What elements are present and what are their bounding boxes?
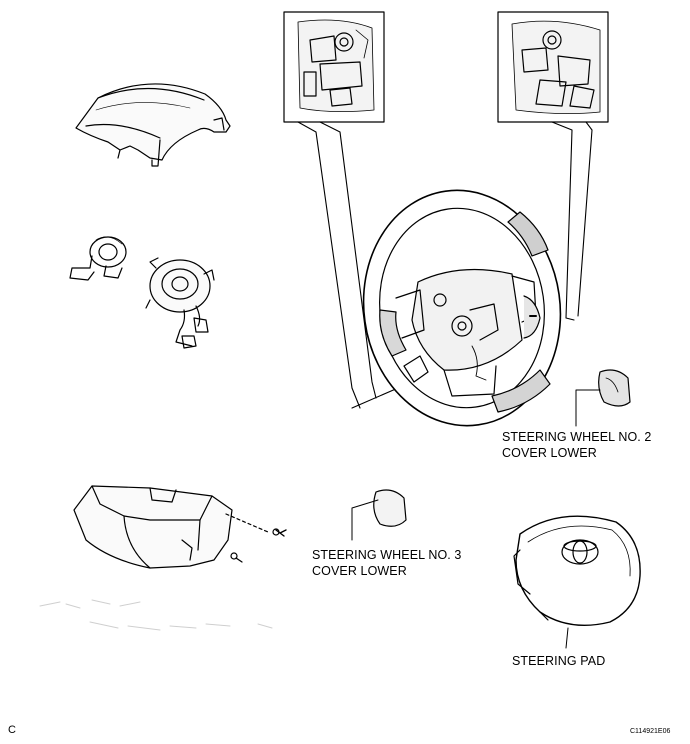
inset-callout-lines: [297, 121, 593, 409]
spiral-cable-drawing: [69, 236, 215, 349]
label-cover-lower-no3: STEERING WHEEL NO. 3 COVER LOWER: [312, 547, 461, 579]
corner-letter: C: [8, 724, 16, 736]
label-steering-pad: STEERING PAD: [512, 654, 606, 668]
faint-marks: [39, 599, 273, 631]
label-cover-lower-no3-line2: COVER LOWER: [312, 564, 407, 578]
label-cover-lower-no2-line1: STEERING WHEEL NO. 2: [502, 430, 652, 444]
label-cover-lower-no2: STEERING WHEEL NO. 2 COVER LOWER: [502, 429, 651, 461]
label-cover-lower-no2-line2: COVER LOWER: [502, 446, 597, 460]
steering-pad-drawing: [513, 515, 641, 649]
column-cover-lower-drawing: [73, 485, 287, 569]
column-cover-upper-drawing: [75, 83, 231, 167]
inset-box-left: [283, 11, 385, 123]
inset-box-right: [497, 11, 609, 123]
steering-wheel-drawing: [362, 189, 562, 427]
figure-code: C114921E06: [630, 728, 671, 735]
cover-lower-no3-drawing: [351, 489, 407, 541]
cover-lower-no2-drawing: [575, 369, 631, 427]
label-cover-lower-no3-line1: STEERING WHEEL NO. 3: [312, 548, 462, 562]
